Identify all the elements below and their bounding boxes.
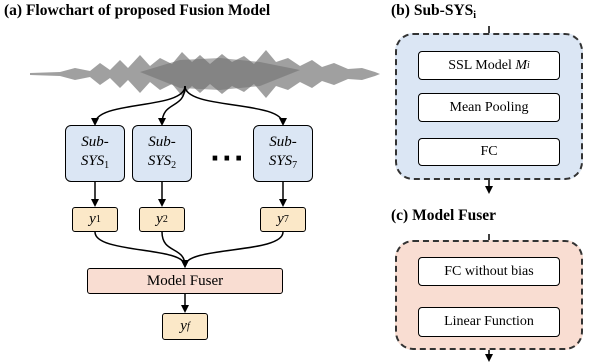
- panel-a-title: (a) Flowchart of proposed Fusion Model: [4, 2, 271, 19]
- mean-pooling-box: Mean Pooling: [418, 93, 560, 122]
- subsystem-2-label: Sub-: [148, 133, 176, 150]
- fc-without-bias-box: FC without bias: [418, 257, 560, 286]
- subsystem-7-name: SYS7: [268, 152, 298, 171]
- audio-waveform-icon: [30, 50, 380, 98]
- fc-box: FC: [418, 138, 560, 166]
- subsystem-1-box: Sub- SYS1: [65, 125, 125, 182]
- ellipsis-text: ···: [210, 144, 246, 174]
- panel-c-title: (c) Model Fuser: [391, 207, 497, 224]
- linear-function-box: Linear Function: [418, 307, 560, 337]
- subsystem-1-name: SYS1: [80, 152, 110, 171]
- model-fuser-box: Model Fuser: [87, 268, 283, 294]
- subsystem-1-label: Sub-: [81, 133, 109, 150]
- subsystem-2-name: SYS2: [147, 152, 177, 171]
- subsystem-7-label: Sub-: [269, 133, 297, 150]
- panel-b-title: (b) Sub-SYSi: [391, 2, 477, 21]
- subsystem-2-box: Sub- SYS2: [132, 125, 192, 182]
- subsystem-7-box: Sub- SYS7: [253, 125, 313, 182]
